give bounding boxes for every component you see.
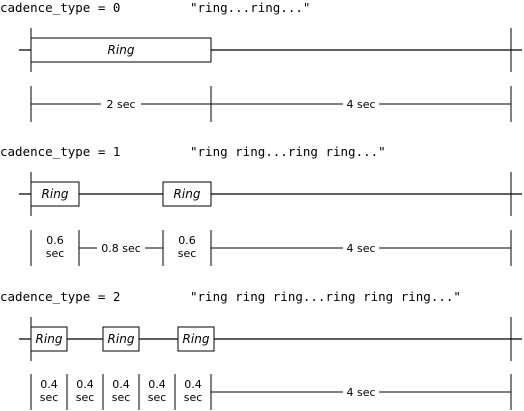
cadence-1-dim-label-3b: sec: [178, 247, 197, 260]
cadence-2-ring-label-1: Ring: [36, 332, 63, 346]
cadence-2-dim-label-4a: 0.4: [148, 378, 166, 391]
cadence-2-dim-label-1b: sec: [40, 391, 59, 404]
cadence-0-pattern: "ring...ring...": [190, 0, 310, 15]
cadence-2-ring-box-2: [102, 326, 140, 352]
cadence-0-header: cadence_type = 0: [0, 0, 120, 15]
cadence-2-ring-box-3: [177, 326, 215, 352]
cadence-2-dim-label-6: 4 sec: [346, 386, 375, 399]
cadence-1-dim-label-3a: 0.6: [178, 234, 196, 247]
cadence-0-ring-box-1: [30, 37, 212, 63]
cadence-2-dim-label-5a: 0.4: [184, 378, 202, 391]
cadence-1-dim-label-4: 4 sec: [346, 242, 375, 255]
cadence-2-diagram: cadence_type = 2 "ring ring ring...ring …: [0, 289, 522, 410]
cadence-0-dim-label-2: 4 sec: [346, 98, 375, 111]
cadence-1-ring-label-2: Ring: [174, 187, 201, 201]
cadence-1-ring-box-2: [162, 181, 212, 207]
cadence-2-dim-label-2b: sec: [76, 391, 95, 404]
cadence-1-dim-label-1b: sec: [46, 247, 65, 260]
cadence-2-ring-label-3: Ring: [183, 332, 210, 346]
cadence-2-dim-label-4b: sec: [148, 391, 167, 404]
cadence-1-ring-box-1: [30, 181, 80, 207]
cadence-2-dim-label-3a: 0.4: [112, 378, 130, 391]
cadence-2-dim-label-2a: 0.4: [76, 378, 94, 391]
cadence-1-pattern: "ring ring...ring ring...": [190, 144, 386, 159]
cadence-0-diagram: cadence_type = 0 "ring...ring..." Ring 2…: [0, 0, 522, 122]
cadence-2-dim-label-5b: sec: [184, 391, 203, 404]
cadence-0-ring-label-1: Ring: [108, 43, 135, 57]
cadence-0-dim-label-1: 2 sec: [106, 98, 135, 111]
cadence-2-ring-box-1: [30, 326, 68, 352]
cadence-1-dim-label-1a: 0.6: [46, 234, 64, 247]
cadence-1-header: cadence_type = 1: [0, 144, 120, 159]
cadence-2-dim-label-1a: 0.4: [40, 378, 58, 391]
cadence-2-header: cadence_type = 2: [0, 289, 120, 304]
cadence-2-pattern: "ring ring ring...ring ring ring...": [190, 289, 461, 304]
cadence-2-dim-label-3b: sec: [112, 391, 131, 404]
cadence-1-diagram: cadence_type = 1 "ring ring...ring ring.…: [0, 144, 522, 266]
cadence-1-dim-label-2: 0.8 sec: [101, 242, 141, 255]
cadence-1-ring-label-1: Ring: [42, 187, 69, 201]
cadence-2-ring-label-2: Ring: [108, 332, 135, 346]
